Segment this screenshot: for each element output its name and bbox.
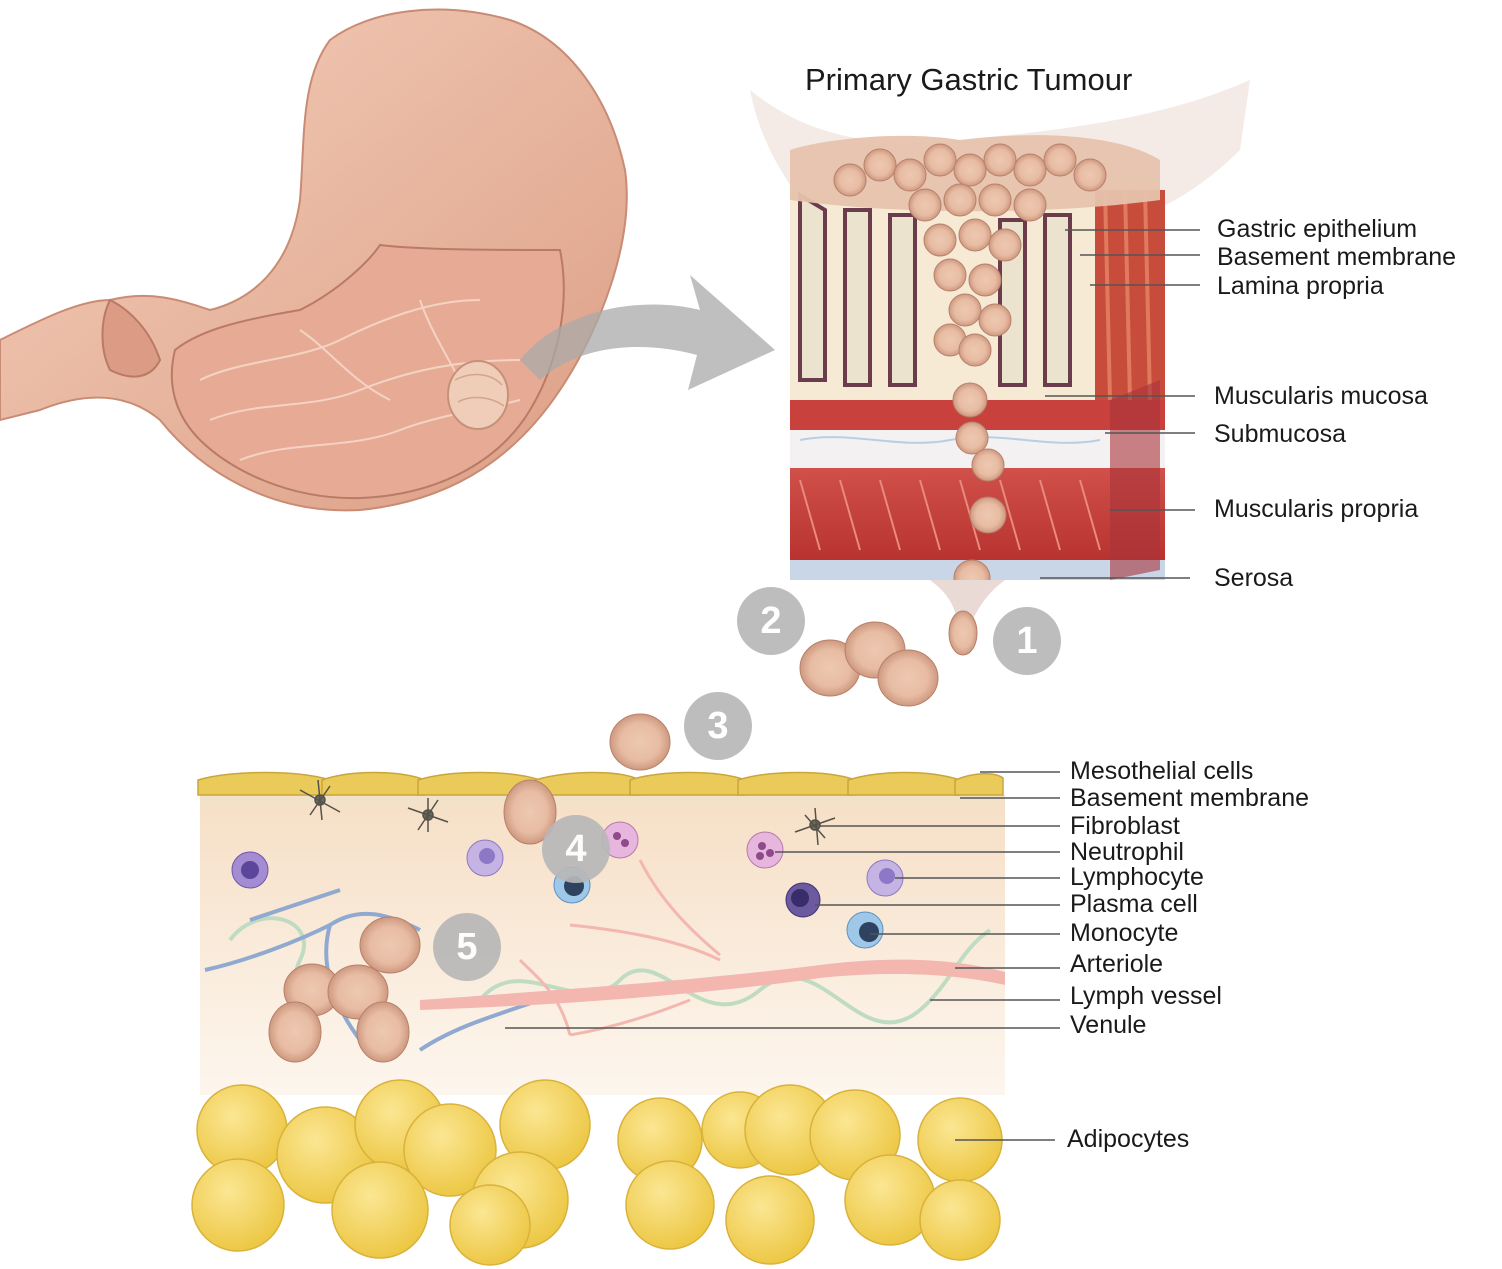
- label-monocyte: Monocyte: [1070, 919, 1179, 947]
- detached-tumour-cells: [609, 621, 939, 771]
- label-muscularis-propria: Muscularis propria: [1214, 495, 1419, 523]
- label-muscularis-mucosa: Muscularis mucosa: [1214, 382, 1428, 410]
- step-badge-2: 2: [737, 587, 805, 655]
- label-basement-membrane-peritoneum: Basement membrane: [1070, 784, 1310, 812]
- step-badge-4: 4: [542, 815, 610, 883]
- diagram-title: Primary Gastric Tumour: [805, 62, 1133, 97]
- label-submucosa: Submucosa: [1214, 420, 1347, 448]
- label-neutrophil: Neutrophil: [1070, 838, 1184, 866]
- label-lymphocyte: Lymphocyte: [1070, 863, 1204, 891]
- stomach-illustration: [0, 8, 628, 512]
- label-adipocytes: Adipocytes: [1067, 1125, 1190, 1153]
- label-fibroblast: Fibroblast: [1070, 812, 1180, 840]
- label-serosa: Serosa: [1214, 564, 1294, 592]
- label-lamina-propria: Lamina propria: [1217, 272, 1384, 300]
- tumour-cells-primary: [833, 143, 1107, 656]
- progression-arrow: [520, 275, 775, 390]
- step-badge-1: 1: [993, 607, 1061, 675]
- adipocyte-layer: [191, 1079, 1003, 1266]
- label-gastric-epithelium: Gastric epithelium: [1217, 215, 1418, 243]
- label-mesothelial-cells: Mesothelial cells: [1070, 757, 1254, 785]
- label-plasma-cell: Plasma cell: [1070, 890, 1198, 918]
- step-badge-5: 5: [433, 913, 501, 981]
- label-leader-lines: [505, 229, 1200, 1141]
- label-lymph-vessel: Lymph vessel: [1070, 982, 1222, 1010]
- label-arteriole: Arteriole: [1070, 950, 1164, 978]
- label-basement-membrane-gastric: Basement membrane: [1217, 243, 1457, 271]
- label-venule: Venule: [1070, 1011, 1147, 1039]
- step-badge-3: 3: [684, 692, 752, 760]
